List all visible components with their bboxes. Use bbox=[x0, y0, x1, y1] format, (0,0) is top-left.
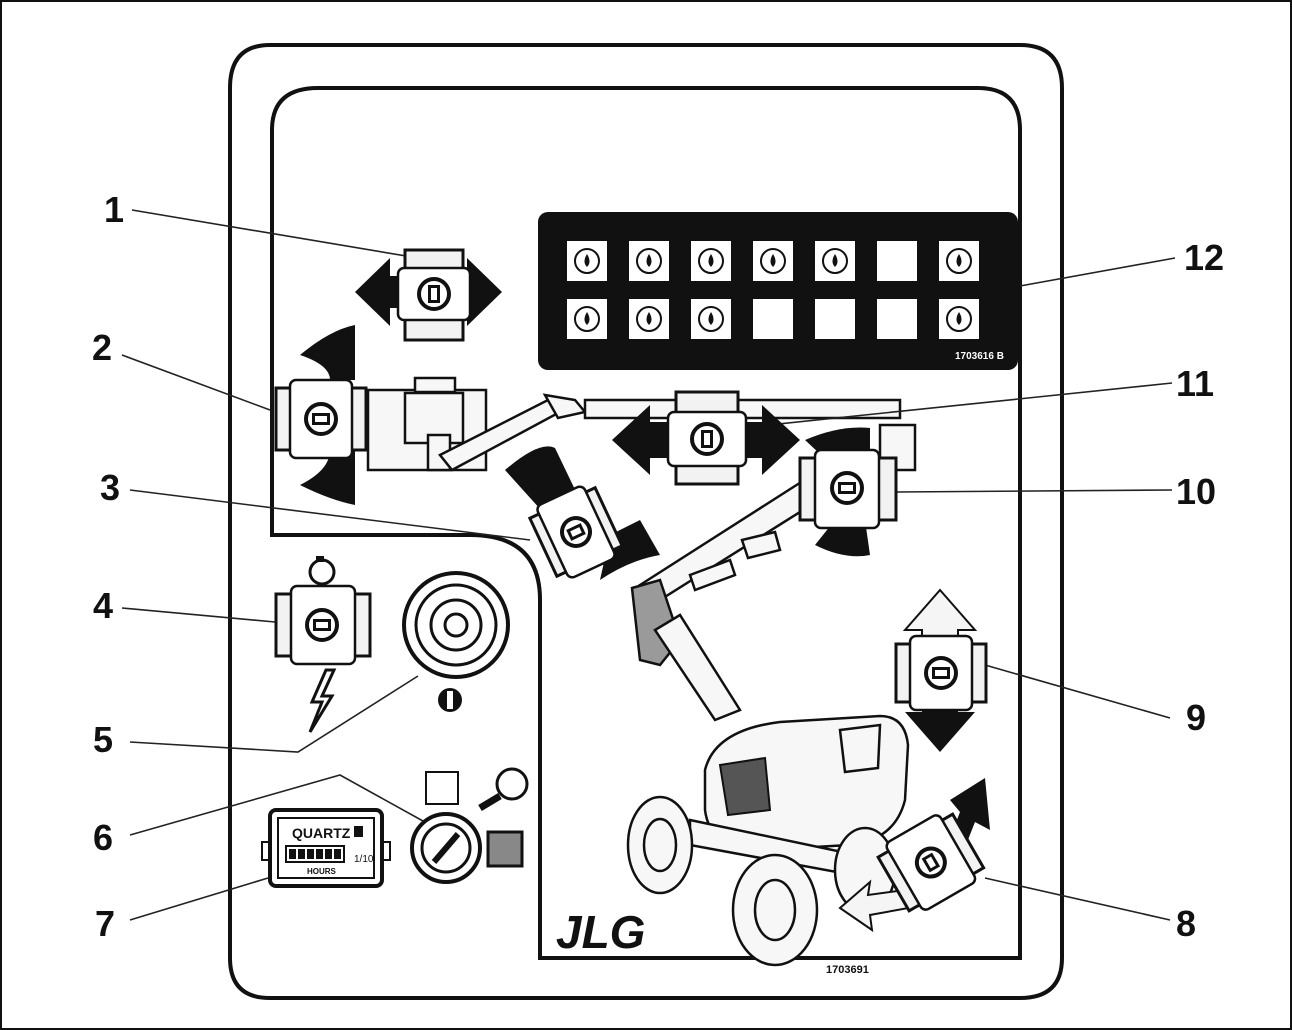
callout-2: 2 bbox=[92, 327, 112, 368]
panel-part-number: 1703691 bbox=[826, 964, 869, 976]
battery-icon bbox=[565, 239, 609, 283]
blank-tile bbox=[751, 297, 795, 341]
key-select-switch[interactable] bbox=[410, 767, 529, 884]
telescope-switch[interactable] bbox=[612, 390, 800, 486]
coolant-temperature-icon bbox=[689, 239, 733, 283]
callout-1: 1 bbox=[104, 189, 124, 230]
hour-meter-digit bbox=[289, 849, 296, 859]
engine-start-aux-power-switch[interactable] bbox=[274, 556, 372, 733]
blank-tile bbox=[875, 297, 919, 341]
callout-9: 9 bbox=[1186, 697, 1206, 738]
hour-meter-digit bbox=[307, 849, 314, 859]
hour-meter-digit bbox=[316, 849, 323, 859]
blank-tile bbox=[875, 239, 919, 283]
fuel-filter-icon bbox=[689, 297, 733, 341]
swing-switch[interactable] bbox=[894, 588, 988, 752]
callout-10: 10 bbox=[1176, 471, 1216, 512]
callout-8: 8 bbox=[1176, 903, 1196, 944]
callout-4: 4 bbox=[93, 585, 113, 626]
callout-6: 6 bbox=[93, 817, 113, 858]
fuel-icon bbox=[937, 239, 981, 283]
callout-7: 7 bbox=[95, 903, 115, 944]
warning-icon bbox=[813, 239, 857, 283]
hour-meter-digit bbox=[298, 849, 305, 859]
callout-5: 5 bbox=[93, 719, 113, 760]
emergency-stop-switch[interactable] bbox=[402, 571, 510, 712]
jib-lift-switch[interactable] bbox=[505, 446, 660, 583]
engine-oil-pressure-icon bbox=[627, 239, 671, 283]
callout-11: 11 bbox=[1176, 363, 1214, 404]
hydraulic-oil-gear-icon bbox=[627, 297, 671, 341]
glow-plug-cycle-icon bbox=[565, 297, 609, 341]
hour-meter: QUARTZ 1/10 HOURS bbox=[261, 808, 391, 888]
hour-meter-brand: QUARTZ bbox=[292, 825, 351, 841]
boom-lift-illustration bbox=[366, 376, 917, 967]
callout-3: 3 bbox=[100, 467, 120, 508]
platform-level-switch[interactable] bbox=[274, 325, 368, 505]
panel-outer-outline bbox=[228, 43, 1064, 1000]
hour-meter-unit: HOURS bbox=[307, 867, 337, 876]
oil-temperature-icon bbox=[751, 239, 795, 283]
callout-12: 12 bbox=[1184, 237, 1224, 278]
indicator-panel-part-number: 1703616 B bbox=[955, 351, 1004, 362]
platform-rotate-switch[interactable] bbox=[355, 248, 502, 342]
engine-glow-plug-icon bbox=[937, 297, 981, 341]
jlg-logo: JLG bbox=[556, 906, 645, 958]
hour-meter-tenths: 1/10 bbox=[354, 854, 374, 865]
main-boom-lift-switch[interactable] bbox=[798, 427, 898, 557]
hour-meter-digit bbox=[334, 849, 341, 859]
hour-meter-digit bbox=[325, 849, 332, 859]
blank-tile bbox=[813, 297, 857, 341]
turntable-swing-switch[interactable] bbox=[838, 778, 990, 933]
indicator-light-panel: 1703616 B bbox=[538, 212, 1018, 370]
callout-leaders bbox=[121, 209, 1176, 921]
lightning-bolt-icon bbox=[308, 668, 337, 733]
panel-inner-outline bbox=[270, 86, 1022, 960]
